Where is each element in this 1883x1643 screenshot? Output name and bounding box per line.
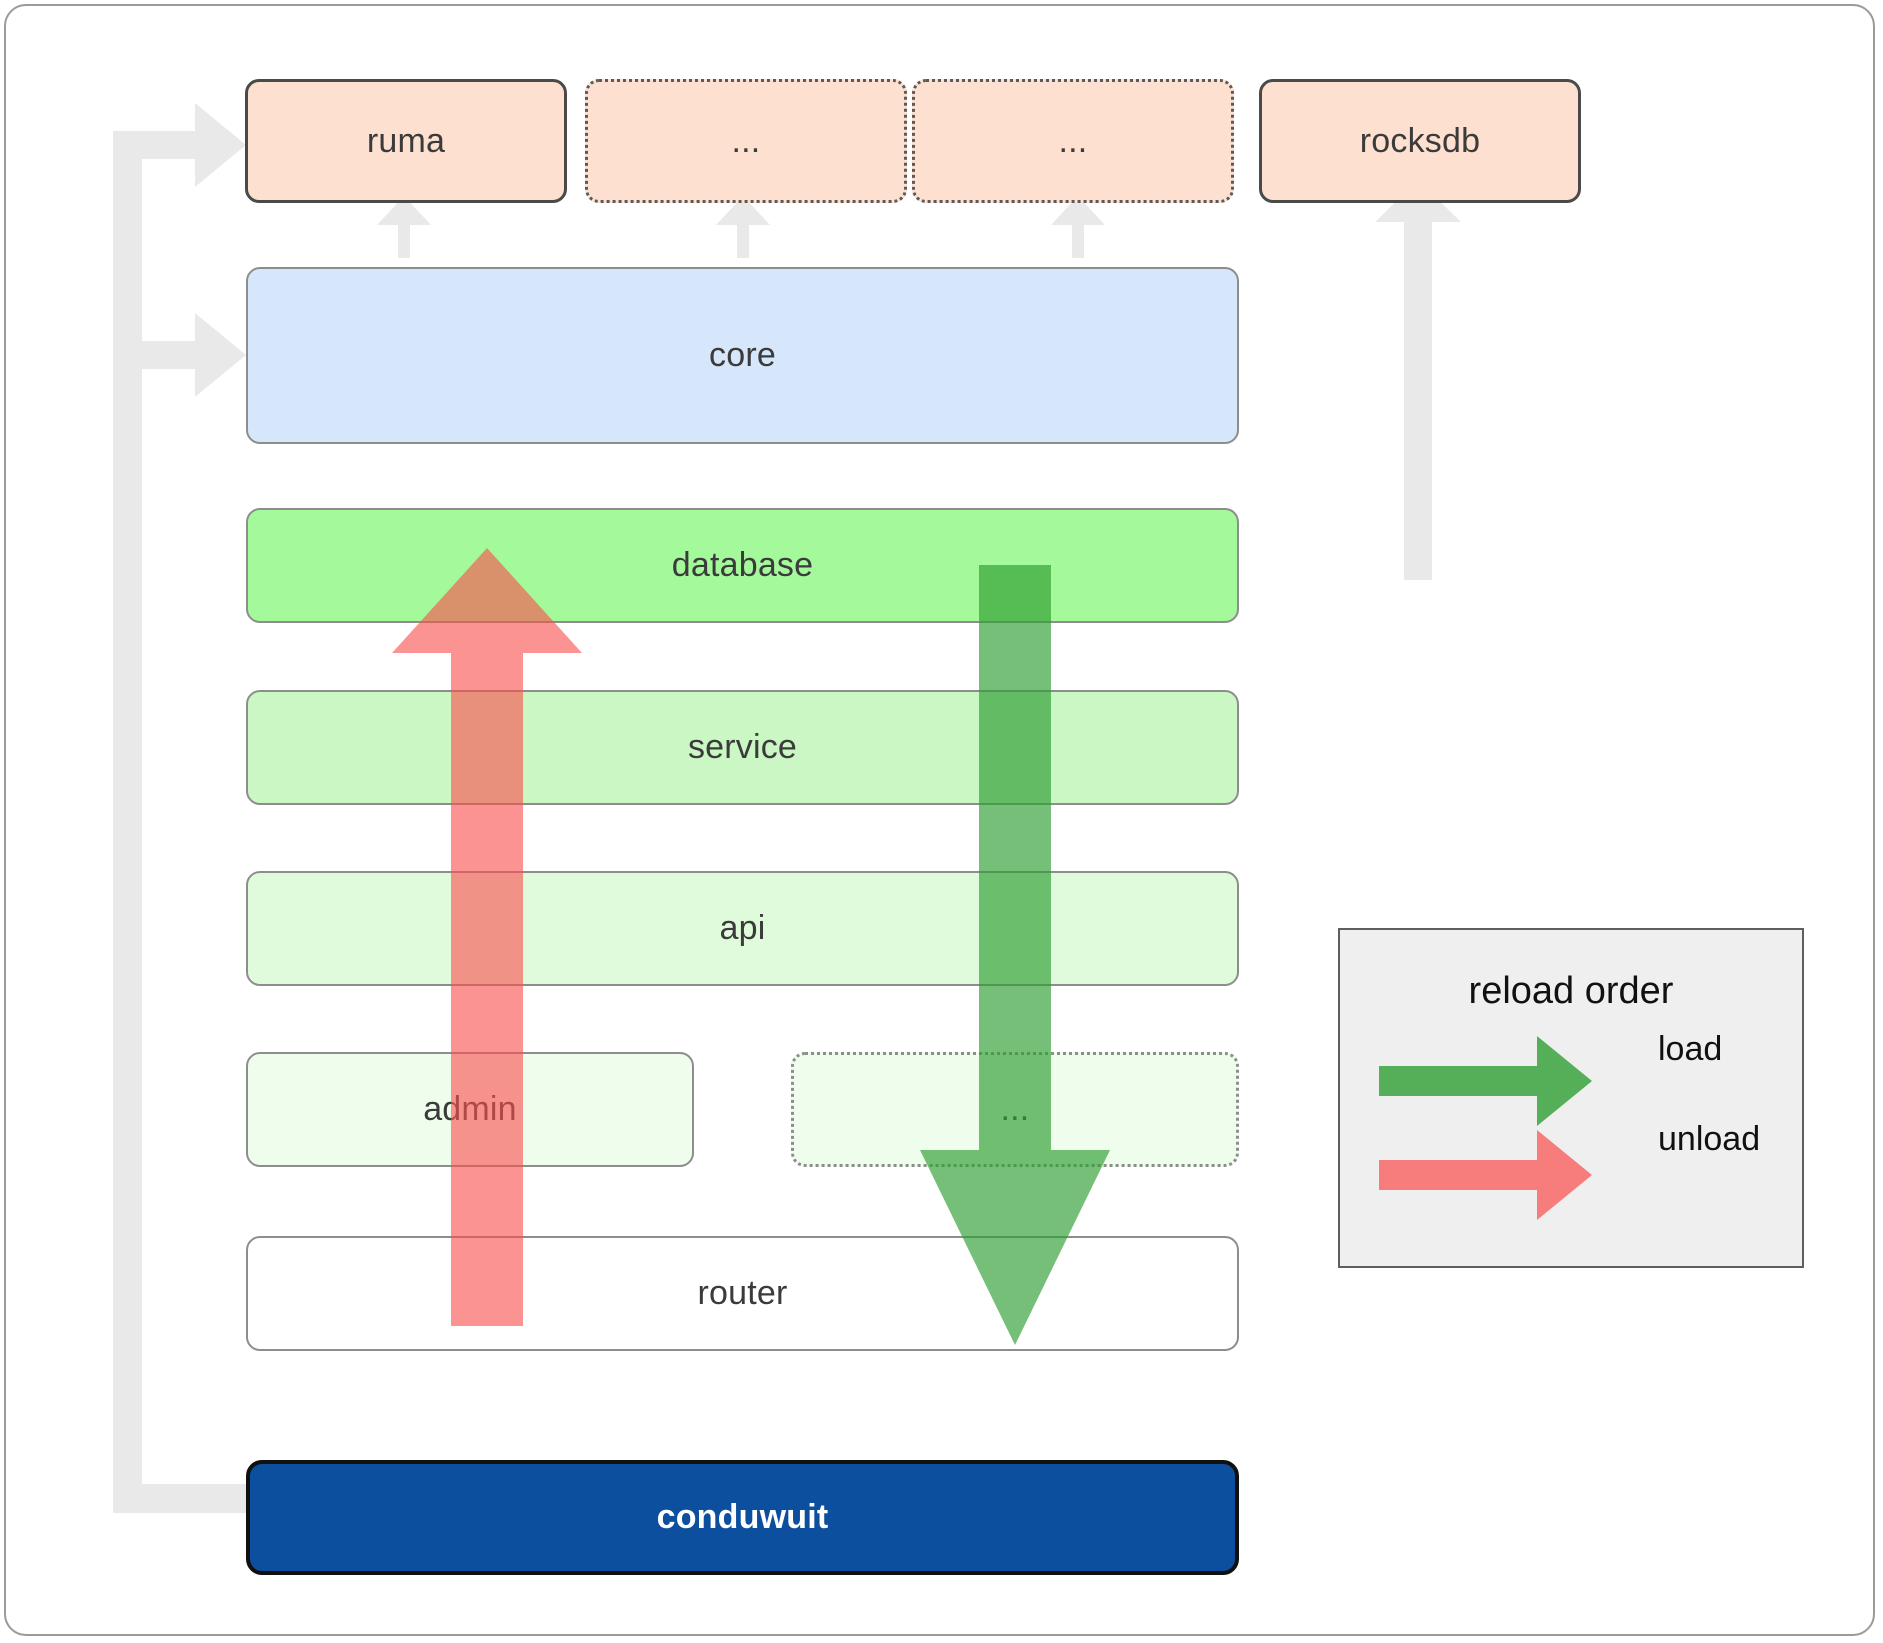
- legend-load-arrow-icon: [1379, 1036, 1592, 1126]
- node-api-label: api: [719, 909, 766, 947]
- node-router[interactable]: router: [246, 1236, 1239, 1351]
- node-dep-ellipsis-2-label: ...: [1058, 121, 1088, 160]
- legend-label-load: load: [1658, 1030, 1723, 1068]
- node-dep-ellipsis-1[interactable]: ...: [585, 79, 907, 203]
- load-arrow-big: [920, 565, 1110, 1345]
- node-service[interactable]: service: [246, 690, 1239, 805]
- node-dep-ellipsis-2[interactable]: ...: [912, 79, 1234, 203]
- legend-unload-arrow-icon: [1379, 1130, 1592, 1220]
- node-ruma-label: ruma: [366, 121, 446, 160]
- legend-title: reload order: [1468, 970, 1674, 1012]
- node-database-label: database: [671, 546, 814, 584]
- node-rocksdb-label: rocksdb: [1359, 121, 1481, 160]
- node-core[interactable]: core: [246, 267, 1239, 444]
- node-router-label: router: [697, 1274, 788, 1312]
- node-service-label: service: [687, 728, 798, 766]
- node-database[interactable]: database: [246, 508, 1239, 623]
- node-conduwuit[interactable]: conduwuit: [246, 1460, 1239, 1575]
- node-core-label: core: [709, 336, 776, 374]
- node-api[interactable]: api: [246, 871, 1239, 986]
- node-conduwuit-label: conduwuit: [656, 1498, 829, 1536]
- unload-arrow-big: [392, 548, 582, 1326]
- node-dep-ellipsis-1-label: ...: [731, 121, 761, 160]
- node-ruma[interactable]: ruma: [245, 79, 567, 203]
- node-rocksdb[interactable]: rocksdb: [1259, 79, 1581, 203]
- legend-label-unload: unload: [1658, 1120, 1761, 1158]
